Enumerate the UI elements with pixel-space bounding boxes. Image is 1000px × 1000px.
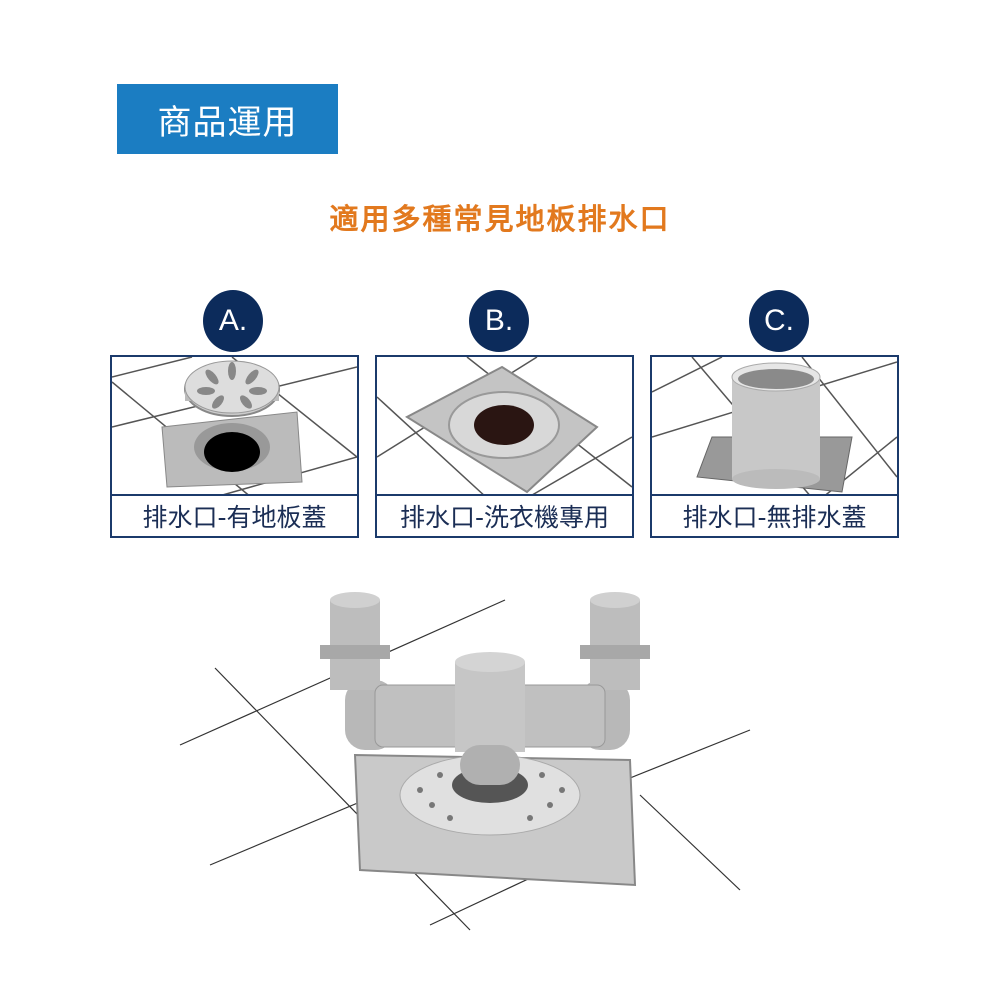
washing-machine-drain-image xyxy=(377,357,632,498)
section-header: 商品運用 xyxy=(117,84,338,154)
drain-without-cover-image xyxy=(652,357,897,498)
badge-b: B. xyxy=(469,290,529,352)
option-panel-c: 排水口-無排水蓋 xyxy=(650,355,899,538)
option-panel-b: 排水口-洗衣機專用 xyxy=(375,355,634,538)
dual-inlet-drain-adapter-image xyxy=(179,592,751,931)
caption-a: 排水口-有地板蓋 xyxy=(112,494,357,536)
option-panel-a: 排水口-有地板蓋 xyxy=(110,355,359,538)
badge-a: A. xyxy=(203,290,263,352)
caption-c: 排水口-無排水蓋 xyxy=(652,494,897,536)
badge-c: C. xyxy=(749,290,809,352)
caption-b: 排水口-洗衣機專用 xyxy=(377,494,632,536)
drain-with-cover-image xyxy=(112,357,357,498)
page-title: 適用多種常見地板排水口 xyxy=(329,202,671,236)
